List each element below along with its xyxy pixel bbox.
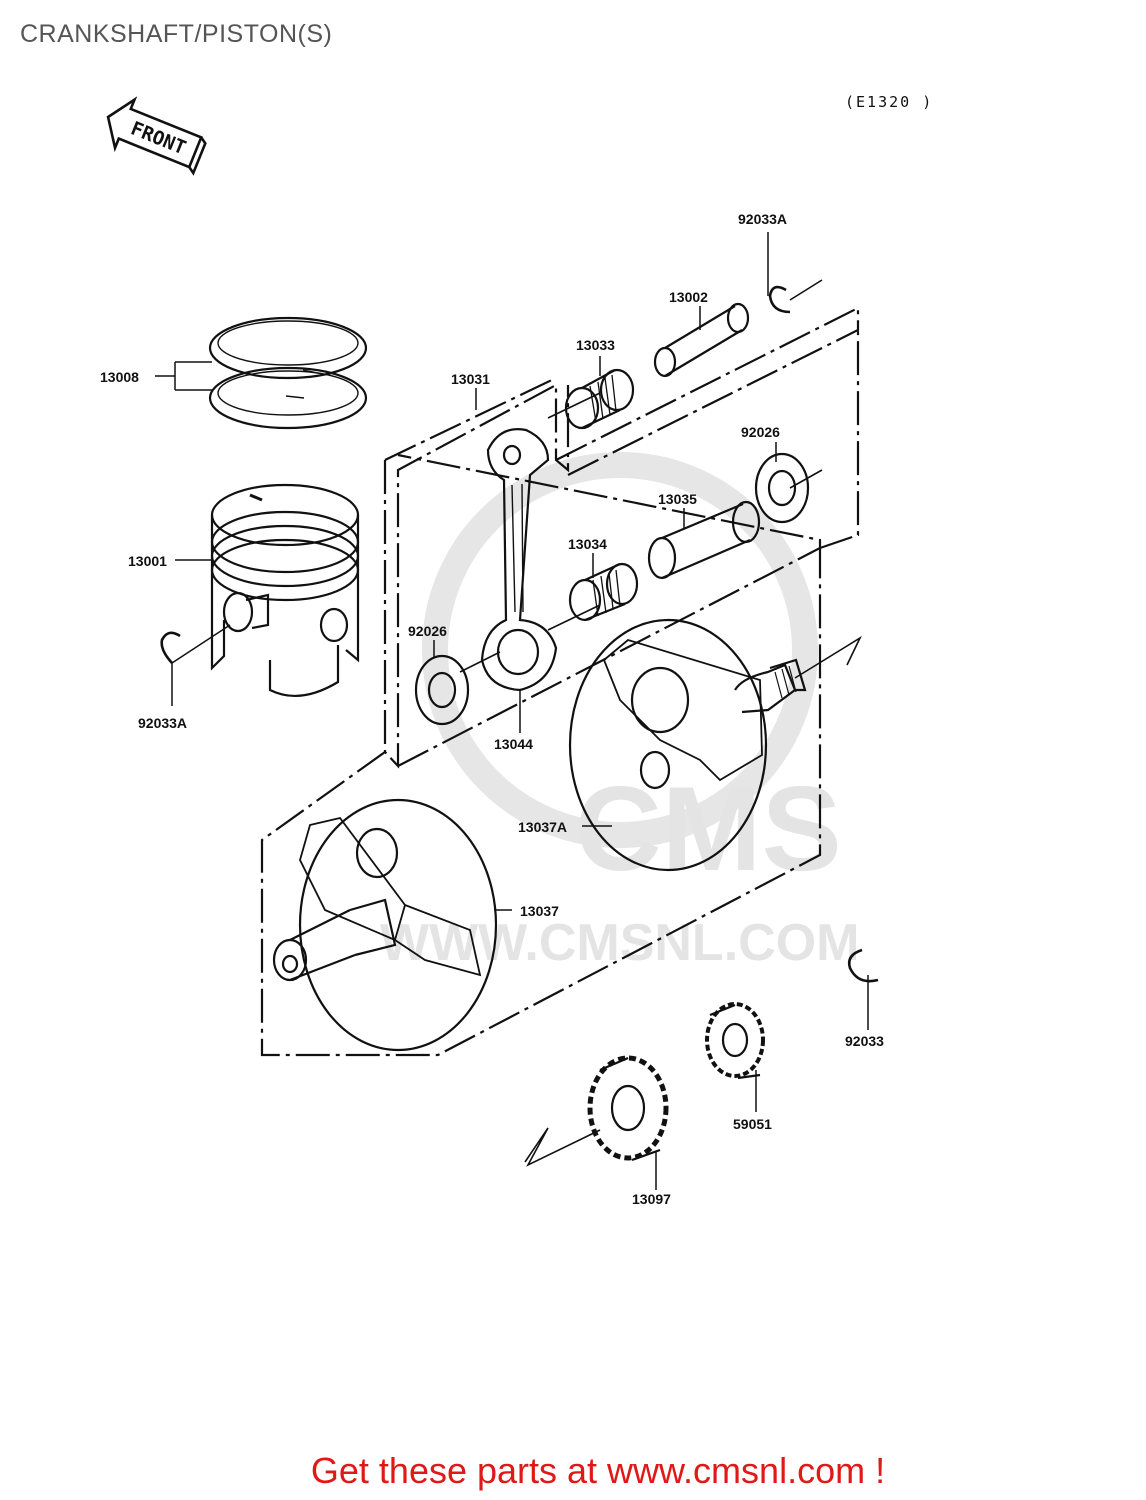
part-label-13001: 13001 [128,553,167,569]
circlip-left [160,631,181,664]
watermark: CMS WWW.CMSNL.COM [380,452,859,972]
thrust-washer-left [414,654,470,726]
watermark-url-text: WWW.CMSNL.COM [380,914,859,972]
circlip-top [768,285,791,314]
piston-pin [653,302,750,378]
part-label-13044: 13044 [494,736,533,752]
part-label-92026-left: 92026 [408,623,447,639]
parts-diagram: CMS WWW.CMSNL.COM FRONT [100,96,884,1207]
big-end-bearing [568,562,639,622]
piston [210,483,360,697]
piston-rings [208,316,368,430]
part-label-13002: 13002 [669,289,708,305]
part-label-92033: 92033 [845,1033,884,1049]
page-title: CRANKSHAFT/PISTON(S) [20,20,333,48]
part-label-13033: 13033 [576,337,615,353]
watermark-logo-text: CMS [575,762,842,896]
leader-lines [155,232,869,1190]
part-label-13037: 13037 [520,903,559,919]
connecting-rod [480,428,558,692]
part-label-13034: 13034 [568,536,607,552]
part-label-13037a: 13037A [518,819,567,835]
part-label-92033a-left: 92033A [138,715,187,731]
conrod-group-outline [383,306,860,769]
footer-banner-text[interactable]: Get these parts at www.cmsnl.com ! [310,1450,886,1491]
part-label-13008: 13008 [100,369,139,385]
diagram-ref-code: (E1320 ) [845,93,934,111]
crankshaft-group-outline [260,548,822,1057]
thrust-washer-right [754,452,810,524]
part-label-13097: 13097 [632,1191,671,1207]
crank-half-right [568,618,807,872]
part-labels: 92033A 13002 13033 13031 13008 92026 130… [100,211,884,1207]
crank-half-left [272,798,498,1052]
part-label-13031: 13031 [451,371,490,387]
gear-large [587,1055,669,1162]
gear-small [705,1002,765,1080]
crank-pin [647,500,761,580]
part-label-92026-right: 92026 [741,424,780,440]
front-arrow-icon: FRONT [106,96,207,176]
footer-banner[interactable]: Get these parts at www.cmsnl.com ! [0,1450,1146,1492]
part-label-92033a-top: 92033A [738,211,787,227]
small-end-bearing [564,368,635,430]
part-label-13035: 13035 [658,491,697,507]
part-label-59051: 59051 [733,1116,772,1132]
